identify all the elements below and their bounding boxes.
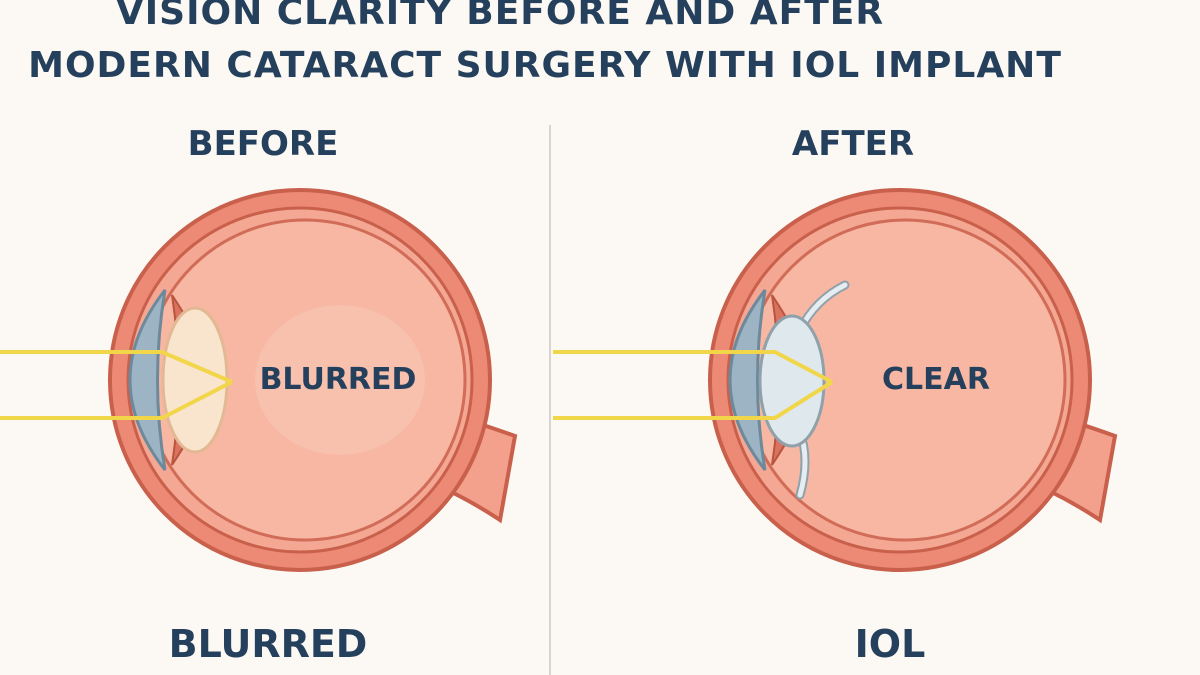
after-bottom-label: IOL bbox=[854, 622, 926, 666]
title-line-2: MODERN CATARACT SURGERY WITH IOL IMPLANT bbox=[28, 45, 1062, 86]
light-ray-bottom bbox=[553, 380, 834, 420]
before-heading: BEFORE bbox=[187, 124, 339, 164]
cornea bbox=[128, 289, 167, 471]
cornea bbox=[728, 289, 767, 471]
before-eye bbox=[0, 188, 518, 572]
before-eye-label: BLURRED bbox=[259, 362, 417, 397]
blur-patch bbox=[255, 305, 425, 455]
after-eye-label: CLEAR bbox=[882, 362, 990, 397]
after-eye bbox=[553, 188, 1118, 572]
light-ray-top bbox=[553, 350, 833, 384]
title-line-1: VISION CLARITY BEFORE AND AFTER bbox=[115, 0, 885, 33]
light-ray-bottom bbox=[0, 380, 233, 420]
after-heading: AFTER bbox=[791, 124, 915, 164]
cloudy-lens bbox=[161, 306, 229, 454]
iol-optic bbox=[758, 314, 826, 448]
light-ray-top bbox=[0, 350, 233, 384]
before-bottom-label: BLURRED bbox=[168, 622, 368, 666]
